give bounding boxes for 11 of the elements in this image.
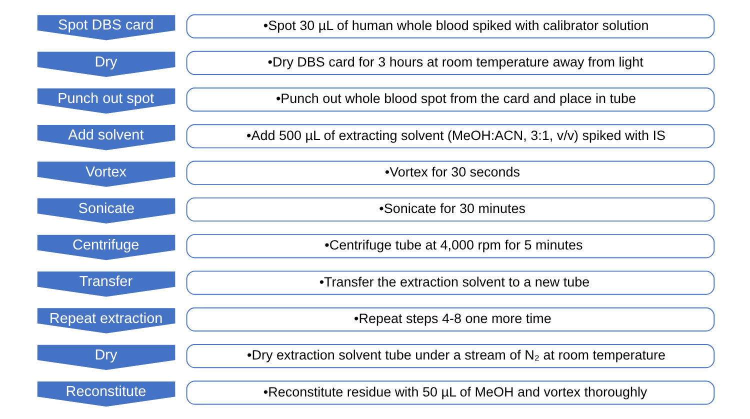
node-box: •Dry DBS card for 3 hours at room temperature away from light [186,50,714,75]
node-box: •Reconstitute residue with 50 µL of MeOH and vortex thoroughly [186,380,714,405]
node-box: •Repeat steps 4-8 one more time [186,307,714,332]
node-box: •Dry extraction solvent tube under a stream of N₂ at room temperature [186,344,714,368]
node-box: •Spot 30 µL of human whole blood spiked with calibrator solution [186,14,714,38]
node-box: •Transfer the extraction solvent to a new tube [186,270,714,295]
node-box: •Add 500 µL of extracting solvent (MeOH:ACN, 3:1, v/v) spiked with IS [186,124,714,148]
node-box: •Vortex for 30 seconds [186,160,714,185]
node-box: •Punch out whole blood spot from the card and place in tube [186,88,714,112]
node-box: •Sonicate for 30 minutes [186,197,714,222]
node-box: •Centrifuge tube at 4,000 rpm for 5 minutes [186,234,714,258]
